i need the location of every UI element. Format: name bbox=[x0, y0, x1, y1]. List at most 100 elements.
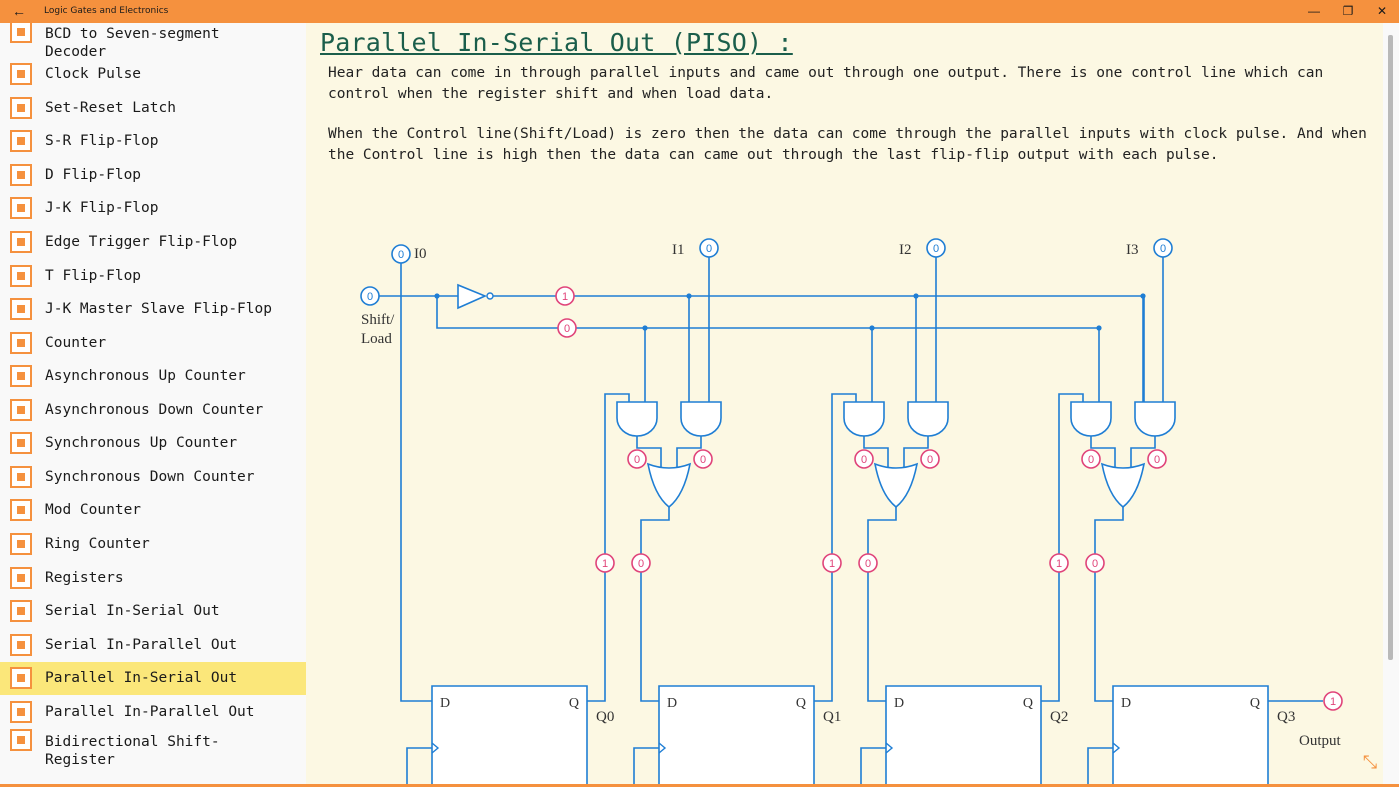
and-right-probe: 0 bbox=[927, 454, 933, 466]
sidebar-item-label: Registers bbox=[45, 570, 124, 586]
sidebar-item[interactable]: Parallel In-Parallel Out bbox=[0, 696, 306, 729]
list-bullet-icon bbox=[10, 729, 32, 751]
wire bbox=[1130, 436, 1156, 472]
expand-icon[interactable]: ⤡ bbox=[1362, 752, 1378, 772]
wire bbox=[406, 747, 432, 784]
sidebar-item[interactable]: D Flip-Flop bbox=[0, 159, 306, 192]
or-output-probe: 0 bbox=[1092, 558, 1098, 570]
sidebar-item-label: J-K Master Slave Flip-Flop bbox=[45, 301, 272, 317]
content-panel: Parallel In-Serial Out (PISO) : Hear dat… bbox=[306, 23, 1383, 787]
wire bbox=[676, 436, 702, 472]
sidebar-item[interactable]: Parallel In-Serial Out bbox=[0, 662, 306, 695]
clock-triangle bbox=[1112, 742, 1121, 754]
sidebar-item-label: Asynchronous Up Counter bbox=[45, 368, 246, 384]
list-bullet-icon bbox=[10, 466, 32, 488]
input-probe-ring bbox=[391, 244, 411, 264]
ff-q-label: Q bbox=[796, 696, 806, 711]
title-bar: ← Logic Gates and Electronics — ❐ ✕ bbox=[0, 0, 1399, 23]
sidebar-item-label: Clock Pulse bbox=[45, 66, 142, 82]
sidebar-item[interactable]: Edge Trigger Flip-Flop bbox=[0, 226, 306, 259]
flip-flop bbox=[431, 685, 588, 784]
wire bbox=[1041, 393, 1084, 702]
sidebar-item[interactable]: Synchronous Up Counter bbox=[0, 427, 306, 460]
list-bullet-icon bbox=[10, 23, 32, 43]
and-right-probe-ring bbox=[920, 449, 940, 469]
sidebar-item[interactable]: Set-Reset Latch bbox=[0, 92, 306, 125]
sidebar-item[interactable]: Counter bbox=[0, 327, 306, 360]
sidebar-item[interactable]: Mod Counter bbox=[0, 494, 306, 527]
wire bbox=[633, 747, 659, 784]
list-bullet-icon bbox=[10, 231, 32, 253]
not-gate-bubble bbox=[486, 292, 494, 300]
ff-output-label: Q3 bbox=[1277, 709, 1295, 725]
list-bullet-icon bbox=[10, 197, 32, 219]
ff-output-label: Q0 bbox=[596, 709, 614, 725]
sidebar-item[interactable]: Asynchronous Down Counter bbox=[0, 394, 306, 427]
or-output-probe: 0 bbox=[865, 558, 871, 570]
minimize-button[interactable]: — bbox=[1308, 4, 1320, 18]
input-label: I3 bbox=[1126, 242, 1139, 258]
or-output-probe: 0 bbox=[638, 558, 644, 570]
wire bbox=[587, 393, 630, 702]
restore-button[interactable]: ❐ bbox=[1342, 4, 1354, 18]
and-left-probe: 0 bbox=[634, 454, 640, 466]
sidebar-item[interactable]: S-R Flip-Flop bbox=[0, 125, 306, 158]
feedback-probe: 1 bbox=[602, 558, 608, 570]
sidebar-item-label: Serial In-Parallel Out bbox=[45, 637, 238, 653]
and-gate bbox=[907, 401, 949, 437]
sidebar-item[interactable]: Registers bbox=[0, 562, 306, 595]
sidebar-item[interactable]: Ring Counter bbox=[0, 528, 306, 561]
sidebar-item[interactable]: Synchronous Down Counter bbox=[0, 461, 306, 494]
input-probe: 0 bbox=[706, 243, 712, 255]
input-label: I0 bbox=[414, 246, 427, 262]
scroll-thumb[interactable] bbox=[1388, 35, 1393, 660]
wire bbox=[640, 507, 670, 702]
or-gate bbox=[1100, 462, 1146, 509]
sidebar-item[interactable]: BCD to Seven-segment Decoder bbox=[0, 23, 306, 65]
sidebar-item-label: Serial In-Serial Out bbox=[45, 603, 220, 619]
sidebar-item[interactable]: T Flip-Flop bbox=[0, 260, 306, 293]
input-label: I1 bbox=[672, 242, 685, 258]
description-paragraph-1: Hear data can come in through parallel i… bbox=[328, 65, 1324, 102]
scrollbar[interactable] bbox=[1383, 23, 1399, 787]
wire bbox=[903, 436, 929, 472]
list-bullet-icon bbox=[10, 432, 32, 454]
or-output-probe-ring bbox=[631, 553, 651, 573]
input-probe: 0 bbox=[398, 249, 404, 261]
page-title: Parallel In-Serial Out (PISO) : bbox=[320, 28, 793, 57]
flip-flop bbox=[658, 685, 815, 784]
sidebar-item[interactable]: Clock Pulse bbox=[0, 58, 306, 91]
sidebar-item[interactable]: Bidirectional Shift- Register bbox=[0, 729, 306, 773]
input-probe-ring bbox=[926, 238, 946, 258]
list-bullet-icon bbox=[10, 332, 32, 354]
list-bullet-icon bbox=[10, 567, 32, 589]
ff-output-label: Q2 bbox=[1050, 709, 1068, 725]
wire bbox=[1087, 747, 1113, 784]
list-bullet-icon bbox=[10, 365, 32, 387]
ff-q-label: Q bbox=[569, 696, 579, 711]
list-bullet-icon bbox=[10, 701, 32, 723]
input-probe-ring bbox=[699, 238, 719, 258]
sidebar-item[interactable]: J-K Master Slave Flip-Flop bbox=[0, 293, 306, 326]
sidebar-item[interactable]: Serial In-Parallel Out bbox=[0, 629, 306, 662]
and-gate bbox=[680, 401, 722, 437]
sidebar-item[interactable]: J-K Flip-Flop bbox=[0, 192, 306, 225]
control-label-line1: Shift/ bbox=[361, 312, 395, 328]
list-bullet-icon bbox=[10, 399, 32, 421]
wire bbox=[400, 257, 432, 702]
or-gate bbox=[873, 462, 919, 509]
close-button[interactable]: ✕ bbox=[1376, 4, 1388, 18]
ff-d-label: D bbox=[1121, 696, 1131, 711]
list-bullet-icon bbox=[10, 600, 32, 622]
back-arrow-icon[interactable]: ← bbox=[12, 3, 26, 19]
wire bbox=[863, 436, 889, 472]
sidebar-item[interactable]: Asynchronous Up Counter bbox=[0, 360, 306, 393]
list-bullet-icon bbox=[10, 130, 32, 152]
ff-d-label: D bbox=[894, 696, 904, 711]
list-bullet-icon bbox=[10, 634, 32, 656]
sidebar-item-label: T Flip-Flop bbox=[45, 268, 142, 284]
sidebar-item-label: S-R Flip-Flop bbox=[45, 133, 159, 149]
sidebar-item[interactable]: Serial In-Serial Out bbox=[0, 595, 306, 628]
feedback-probe-ring bbox=[1049, 553, 1069, 573]
